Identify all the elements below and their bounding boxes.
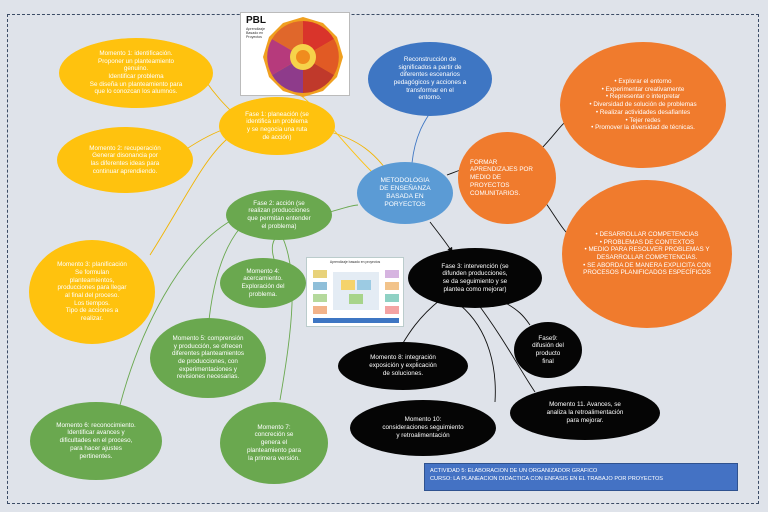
orange-top-list-item: Promover la diversidad de técnicas.: [589, 124, 696, 132]
connector-m3-fase1: [149, 134, 233, 256]
node-momento-10: Momento 10: consideraciones seguimiento …: [350, 400, 496, 456]
thumbnail-graphic: [313, 270, 399, 323]
connector-fase2-center: [329, 204, 359, 213]
node-momento-8: Momento 8: integración exposición y expl…: [338, 342, 468, 390]
connector-m2-fase1: [184, 127, 229, 151]
orange-top-list-item: Explorar el entorno: [589, 78, 696, 86]
orange-top-list-item: Experimentar creativamente: [589, 86, 696, 94]
node-momento-7: Momento 7: concreción se genera el plant…: [220, 402, 328, 484]
node-orange-list-bottom: DESARROLLAR COMPETENCIASPROBLEMAS DE CON…: [562, 180, 732, 328]
node-fase-9: Fase9: difusión del producto final: [514, 322, 582, 378]
pbl-subtitle: Aprendizaje Basado en Proyectos: [246, 27, 265, 39]
orange-top-list-item: Tejer redes: [589, 117, 696, 125]
thumbnail-title: Aprendizaje basado en proyectos: [329, 260, 381, 264]
project-learning-thumbnail: Aprendizaje basado en proyectos: [306, 257, 404, 327]
orange-bottom-list: DESARROLLAR COMPETENCIASPROBLEMAS DE CON…: [572, 231, 722, 277]
orange-top-list: Explorar el entornoExperimentar creativa…: [589, 78, 696, 132]
pbl-image: PBL Aprendizaje Basado en Proyectos: [240, 12, 350, 97]
pbl-wheel-graphic: [263, 17, 343, 97]
orange-top-list-item: Diversidad de solución de problemas: [589, 101, 696, 109]
activity-footer: ACTIVIDAD 5: ELABORACION DE UN ORGANIZAD…: [424, 463, 738, 491]
node-momento-2: Momento 2: recuperación Generar disonanc…: [60, 127, 190, 193]
node-momento-4: Momento 4: acercamiento. Exploración del…: [220, 258, 306, 308]
connector-m7-fase2: [279, 231, 293, 401]
orange-top-list-item: Representar o interpretar: [589, 93, 696, 101]
connector-fase3-m10: [459, 304, 496, 403]
node-fase-3: Fase 3: intervención (se difunden produc…: [408, 248, 542, 308]
connector-center-blue: [411, 109, 433, 164]
node-momento-11: Momento 11. Avances, se analiza la retro…: [510, 386, 660, 440]
footer-line-2: CURSO: LA PLANEACION DIDACTICA CON ENFAS…: [430, 476, 664, 483]
node-momento-6: Momento 6: reconocimiento. Identificar a…: [30, 402, 162, 480]
orange-bottom-list-item: PROBLEMAS DE CONTEXTOS: [572, 239, 722, 247]
connector-fase3-m8: [399, 299, 441, 349]
connector-fase1-center: [329, 131, 386, 169]
orange-bottom-list-item: DESARROLLAR COMPETENCIAS: [572, 231, 722, 239]
page-border: [7, 14, 759, 504]
orange-top-list-item: Realizar actividades desafiantes: [589, 109, 696, 117]
node-fase-1: Fase 1: planeación (se identifica un pro…: [222, 97, 332, 155]
node-fase-2: Fase 2: acción (se realizan producciones…: [226, 190, 332, 240]
orange-bottom-list-item: MEDIO PARA RESOLVER PROBLEMAS Y DESARROL…: [572, 246, 722, 261]
node-formar-aprendizajes: FORMAR APRENDIZAJES POR MEDIO DE PROYECT…: [458, 132, 556, 224]
node-momento-3: Momento 3: planificación Se formulan pla…: [32, 240, 152, 344]
pbl-title: PBL: [246, 15, 266, 26]
node-reconstruccion: Reconstrucción de significados a partir …: [368, 42, 492, 116]
center-node: METODOLOGIA DE ENSEÑANZA BASADA EN PORYE…: [357, 162, 453, 224]
node-momento-1: Momento 1: identificación. Proponer un p…: [62, 38, 210, 108]
connector-fase3-m11: [474, 299, 536, 393]
node-momento-5: Momento 5: comprensión y producción, se …: [150, 318, 266, 398]
orange-bottom-list-item: SE ABORDA DE MANERA EXPLICITA CON PROCES…: [572, 262, 722, 277]
connector-m1-fase1: [204, 79, 233, 113]
connector-center-fase3: [429, 221, 453, 253]
footer-line-1: ACTIVIDAD 5: ELABORACION DE UN ORGANIZAD…: [430, 468, 598, 474]
connector-m5-fase2: [207, 227, 241, 331]
node-orange-list-top: Explorar el entornoExperimentar creativa…: [560, 42, 726, 168]
connector-m6-fase2: [119, 219, 233, 406]
